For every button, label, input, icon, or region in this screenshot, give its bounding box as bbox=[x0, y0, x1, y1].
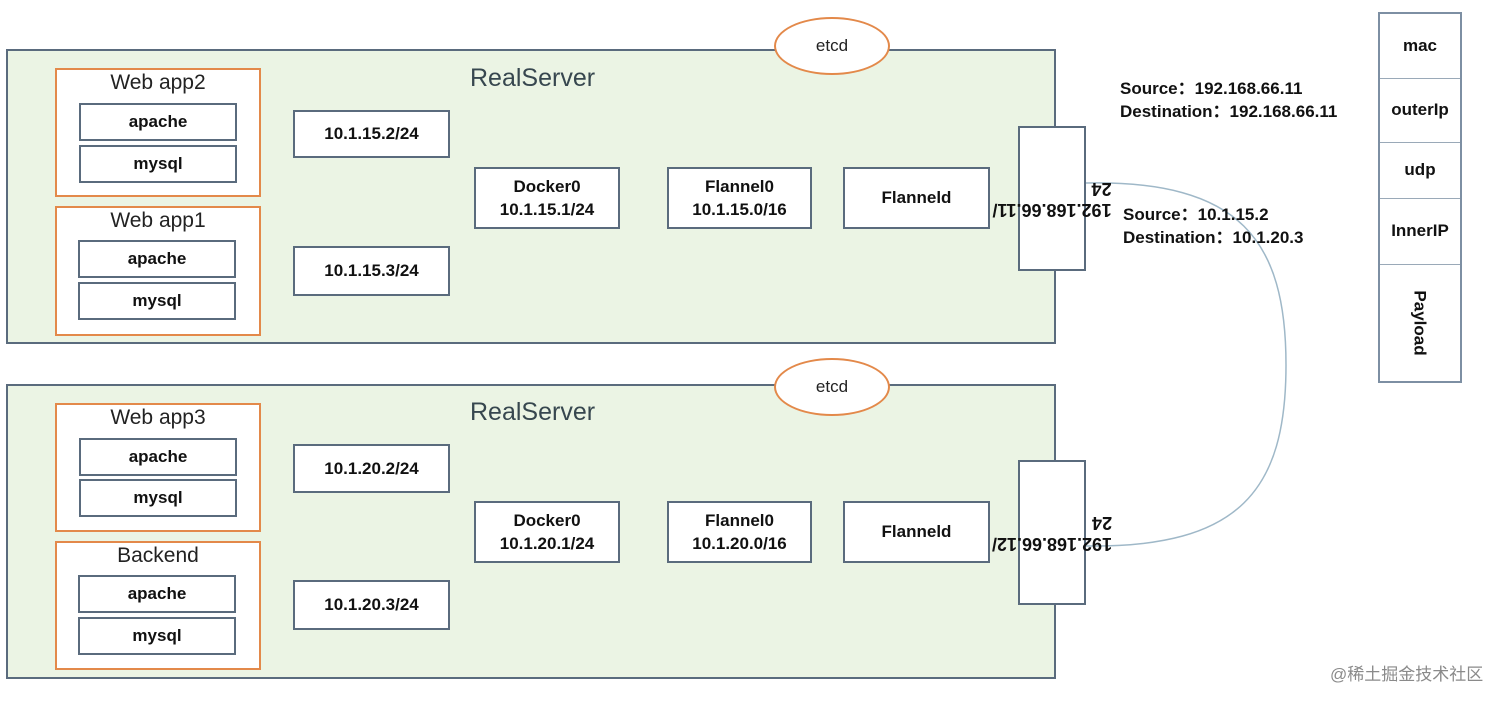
outer-source: Source：192.168.66.11 bbox=[1120, 79, 1303, 98]
app-title: Web app2 bbox=[110, 71, 206, 94]
docker0-box: Docker0 10.1.20.1/24 bbox=[474, 501, 620, 563]
mysql-box: mysql bbox=[79, 479, 237, 517]
outer-packet-info: Source：192.168.66.11 Destination：192.168… bbox=[1120, 77, 1337, 123]
payload-label: Payload bbox=[1410, 289, 1430, 356]
flannel0-ip: 10.1.15.0/16 bbox=[692, 200, 787, 219]
docker0-box: Docker0 10.1.15.1/24 bbox=[474, 167, 620, 229]
flanneld-box: Flanneld bbox=[843, 501, 990, 563]
docker0-ip: 10.1.15.1/24 bbox=[499, 200, 595, 219]
packet-structure: mac outerIp udp InnerIP Payload bbox=[1378, 12, 1462, 383]
mysql-box: mysql bbox=[79, 145, 237, 183]
etcd-node: etcd bbox=[774, 358, 890, 416]
host-ip-box: 192.168.66.12/ 24 bbox=[992, 460, 1112, 605]
flannel0-ip: 10.1.20.0/16 bbox=[692, 534, 787, 553]
outer-destination: Destination：192.168.66.11 bbox=[1120, 102, 1338, 121]
inner-destination: Destination：10.1.20.3 bbox=[1123, 228, 1304, 247]
packet-layer-udp: udp bbox=[1380, 142, 1460, 199]
apache-box: apache bbox=[78, 240, 236, 278]
docker0-label: Docker0 bbox=[513, 177, 581, 196]
packet-layer-innerip: InnerIP bbox=[1380, 198, 1460, 265]
realserver-title: RealServer bbox=[470, 398, 596, 426]
realserver-title: RealServer bbox=[470, 64, 596, 92]
flannel0-box: Flannel0 10.1.15.0/16 bbox=[667, 167, 812, 229]
mysql-box: mysql bbox=[78, 282, 236, 320]
flannel0-box: Flannel0 10.1.20.0/16 bbox=[667, 501, 812, 563]
flanneld-box: Flanneld bbox=[843, 167, 990, 229]
subnet-box: 10.1.15.2/24 bbox=[293, 110, 450, 158]
docker0-label: Docker0 bbox=[513, 511, 581, 530]
app-title: Web app1 bbox=[110, 209, 206, 232]
inner-source: Source：10.1.15.2 bbox=[1123, 205, 1269, 224]
packet-layer-outerip: outerIp bbox=[1380, 78, 1460, 143]
apache-box: apache bbox=[79, 438, 237, 476]
app-title: Web app3 bbox=[110, 406, 206, 429]
apache-box: apache bbox=[79, 103, 237, 141]
flannel0-label: Flannel0 bbox=[705, 177, 774, 196]
mysql-box: mysql bbox=[78, 617, 236, 655]
docker0-ip: 10.1.20.1/24 bbox=[499, 534, 595, 553]
subnet-box: 10.1.20.2/24 bbox=[293, 444, 450, 493]
subnet-box: 10.1.15.3/24 bbox=[293, 246, 450, 296]
etcd-node: etcd bbox=[774, 17, 890, 75]
packet-layer-payload: Payload bbox=[1380, 264, 1460, 381]
host-ip-box: 192.168.66.11/ 24 bbox=[992, 126, 1112, 271]
apache-box: apache bbox=[78, 575, 236, 613]
inner-packet-info: Source：10.1.15.2 Destination：10.1.20.3 bbox=[1123, 203, 1303, 249]
app-title: Backend bbox=[117, 544, 199, 567]
packet-layer-mac: mac bbox=[1380, 14, 1460, 79]
subnet-box: 10.1.20.3/24 bbox=[293, 580, 450, 630]
watermark: @稀土掘金技术社区 bbox=[1330, 665, 1484, 684]
flannel0-label: Flannel0 bbox=[705, 511, 774, 530]
